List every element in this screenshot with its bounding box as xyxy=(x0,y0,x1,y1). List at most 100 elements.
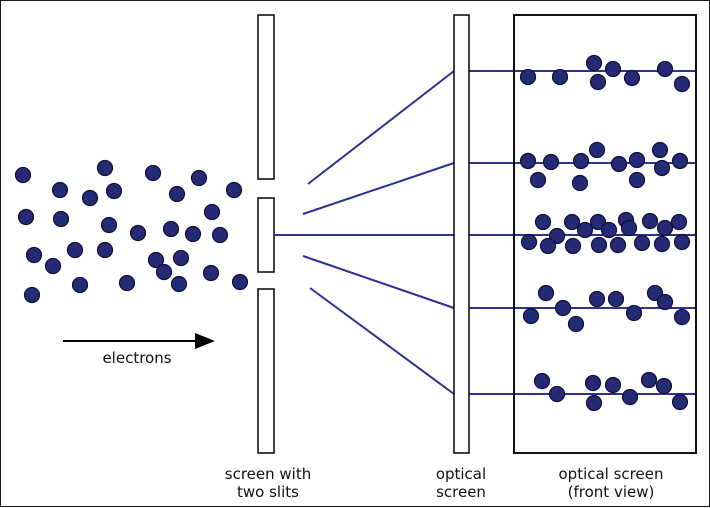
slit-screen xyxy=(257,14,275,454)
fringe-dot-50 xyxy=(533,372,551,390)
electron-dot-24 xyxy=(155,263,173,281)
fringe-dot-6 xyxy=(623,69,641,87)
electron-dot-18 xyxy=(25,246,43,264)
electron-dot-16 xyxy=(203,203,221,221)
fringe-dot-10 xyxy=(542,153,560,171)
fringe-dot-35 xyxy=(590,236,608,254)
slit-screen-bottom xyxy=(257,288,275,454)
electron-dot-25 xyxy=(202,264,220,282)
electron-dot-19 xyxy=(66,241,84,259)
electron-dot-1 xyxy=(14,166,32,184)
fringe-dot-3 xyxy=(585,54,603,72)
electron-dot-8 xyxy=(168,185,186,203)
fringe-dot-4 xyxy=(604,60,622,78)
fringe-dot-13 xyxy=(588,141,606,159)
fringe-dot-5 xyxy=(589,73,607,91)
fringe-dot-22 xyxy=(563,213,581,231)
electron-dot-10 xyxy=(17,208,35,226)
slit-screen-label-line1: screen with xyxy=(225,465,311,483)
fringe-dot-26 xyxy=(670,213,688,231)
fringe-dot-38 xyxy=(653,235,671,253)
fringe-dot-44 xyxy=(588,290,606,308)
fringe-dot-21 xyxy=(534,213,552,231)
fringe-dot-19 xyxy=(653,159,671,177)
electron-beam xyxy=(14,159,249,304)
fringe-dot-37 xyxy=(633,234,651,252)
electron-dot-14 xyxy=(162,220,180,238)
electron-dot-29 xyxy=(118,274,136,292)
electron-dot-26 xyxy=(231,273,249,291)
fringe-dot-2 xyxy=(551,68,569,86)
fringe-dot-56 xyxy=(640,371,658,389)
fringe-dot-17 xyxy=(628,171,646,189)
fringe-dot-47 xyxy=(646,284,664,302)
fringe-dot-8 xyxy=(673,75,691,93)
slit-screen-middle xyxy=(257,197,275,273)
interference-pattern xyxy=(519,54,691,412)
front-view-label-line2: (front view) xyxy=(568,483,655,501)
optical-screen-front-view xyxy=(513,14,697,454)
ray-4 xyxy=(302,255,455,309)
fringe-dot-41 xyxy=(522,307,540,325)
fringe-dot-25 xyxy=(641,212,659,230)
fringe-dot-49 xyxy=(673,308,691,326)
fringe-dot-45 xyxy=(607,290,625,308)
fringe-dot-15 xyxy=(610,155,628,173)
electron-dot-22 xyxy=(147,251,165,269)
optical-screen-label-line2: screen xyxy=(436,483,486,501)
direction-arrow xyxy=(63,333,215,349)
fringe-dot-12 xyxy=(572,152,590,170)
fringe-dot-53 xyxy=(585,394,603,412)
electron-dot-21 xyxy=(44,257,62,275)
fringe-dot-23 xyxy=(589,213,607,231)
slit-screen-top xyxy=(257,14,275,180)
electron-dot-23 xyxy=(172,249,190,267)
fringe-dot-46 xyxy=(625,304,643,322)
electron-dot-2 xyxy=(96,159,114,177)
electron-dot-6 xyxy=(81,189,99,207)
fringe-dot-57 xyxy=(655,377,673,395)
ray-5 xyxy=(309,287,455,395)
electron-dot-28 xyxy=(71,276,89,294)
fringe-dot-30 xyxy=(600,221,618,239)
fringe-dot-39 xyxy=(673,233,691,251)
fringe-dot-43 xyxy=(567,315,585,333)
fringe-dot-42 xyxy=(554,299,572,317)
fringe-dot-40 xyxy=(537,284,555,302)
fringe-dot-7 xyxy=(656,60,674,78)
fringe-dot-33 xyxy=(539,237,557,255)
fringe-dot-11 xyxy=(529,171,547,189)
front-view-label-line1: optical screen xyxy=(559,465,664,483)
fringe-dot-51 xyxy=(548,385,566,403)
fringe-dot-14 xyxy=(571,174,589,192)
fringe-dot-54 xyxy=(604,376,622,394)
electron-dot-9 xyxy=(225,181,243,199)
fringe-dot-52 xyxy=(584,374,602,392)
fringe-dot-28 xyxy=(548,227,566,245)
fringe-dot-29 xyxy=(576,221,594,239)
fringe-dot-34 xyxy=(564,237,582,255)
electron-dot-12 xyxy=(100,216,118,234)
optical-screen-side xyxy=(453,14,470,454)
electron-dot-7 xyxy=(105,182,123,200)
slit-screen-label-line2: two slits xyxy=(237,483,299,501)
fringe-dot-31 xyxy=(620,219,638,237)
fringe-dot-18 xyxy=(651,141,669,159)
electron-dot-5 xyxy=(51,181,69,199)
fringe-dot-16 xyxy=(628,151,646,169)
fringe-dot-9 xyxy=(519,152,537,170)
electron-dot-17 xyxy=(211,226,229,244)
electron-dot-11 xyxy=(52,210,70,228)
fringe-dot-48 xyxy=(656,293,674,311)
electron-dot-13 xyxy=(129,224,147,242)
fringe-dot-32 xyxy=(656,219,674,237)
electron-dot-3 xyxy=(144,164,162,182)
fringe-dot-55 xyxy=(621,388,639,406)
ray-2 xyxy=(302,162,455,215)
fringe-dot-58 xyxy=(671,393,689,411)
electron-dot-27 xyxy=(23,286,41,304)
electron-dot-30 xyxy=(170,275,188,293)
fringe-dot-1 xyxy=(519,68,537,86)
optical-screen-label-line1: optical xyxy=(436,465,486,483)
